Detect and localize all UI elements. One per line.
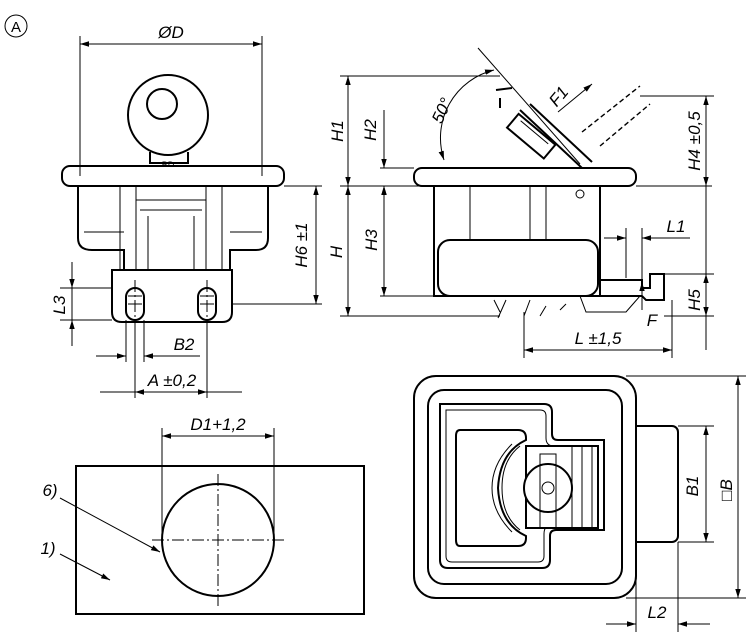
side-body-recess: [437, 239, 599, 297]
dim-b1-label: B1: [683, 476, 702, 497]
dim-h4-label: H4 ±0,5: [685, 111, 704, 171]
dim-h3-label: H3: [362, 229, 381, 251]
dim-od-label: ØD: [157, 23, 184, 42]
panel-cutout-view: D1+1,2 6) 1): [40, 415, 365, 615]
dim-b-label: □B: [717, 479, 736, 501]
dim-l3-label: L3: [50, 295, 69, 314]
key-hole: [146, 88, 178, 120]
dim-f-label: F: [647, 311, 659, 330]
dim-l-label: L ±1,5: [575, 329, 622, 348]
side-flange: [413, 167, 637, 187]
dim-h6-label: H6 ±1: [292, 222, 311, 267]
dim-h2-label: H2: [361, 119, 380, 141]
dim-l1-label: L1: [667, 217, 686, 236]
view-marker: A: [4, 14, 28, 38]
callout-1-label: 1): [40, 539, 55, 558]
dim-l2-label: L2: [648, 603, 667, 622]
dim-a-label: A ±0,2: [147, 371, 197, 390]
panel: [75, 465, 365, 615]
dim-d1-label: D1+1,2: [190, 415, 246, 434]
top-view: B1 □B L2: [413, 375, 746, 632]
front-flange: [61, 165, 285, 187]
dim-h-label: H: [327, 245, 346, 258]
front-plate: [111, 269, 233, 323]
front-view: BD ØD L3: [50, 23, 322, 398]
view-marker-label: A: [11, 19, 21, 36]
dim-b2-label: B2: [174, 335, 195, 354]
inner-frame: [427, 389, 623, 585]
side-view: 50° F1 H1 H2 H H3 H4 ±0,5 H5: [327, 47, 714, 358]
lock-cylinder: [523, 463, 573, 513]
dim-f1-label: F1: [545, 83, 572, 110]
dim-h1-label: H1: [328, 120, 347, 142]
handle-grip: [455, 429, 527, 547]
callout-6-label: 6): [42, 481, 57, 500]
tilted-handle: [505, 112, 557, 160]
front-body: [77, 186, 269, 271]
dim-h5-label: H5: [685, 289, 704, 311]
